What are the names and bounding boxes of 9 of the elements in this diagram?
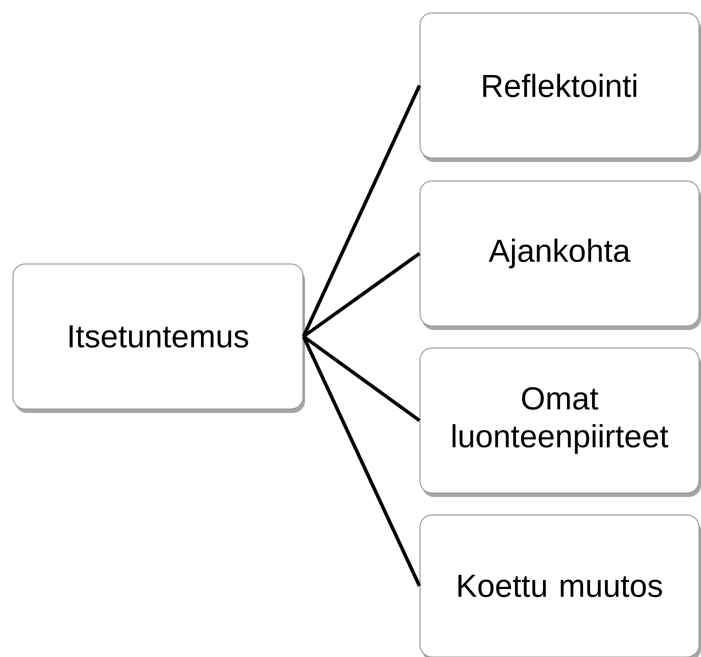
- process-box: Reflektointi: [420, 12, 701, 162]
- connector-line: [302, 336, 422, 587]
- connector-line: [302, 252, 421, 338]
- process-box: Ajankohta: [420, 180, 701, 330]
- process-box: Koettu muutos: [420, 514, 701, 657]
- process-box: Omat luonteenpiirteet: [420, 348, 701, 497]
- process-box: Itsetuntemus: [12, 264, 305, 413]
- connector-line: [302, 84, 422, 338]
- connector-line: [302, 335, 421, 422]
